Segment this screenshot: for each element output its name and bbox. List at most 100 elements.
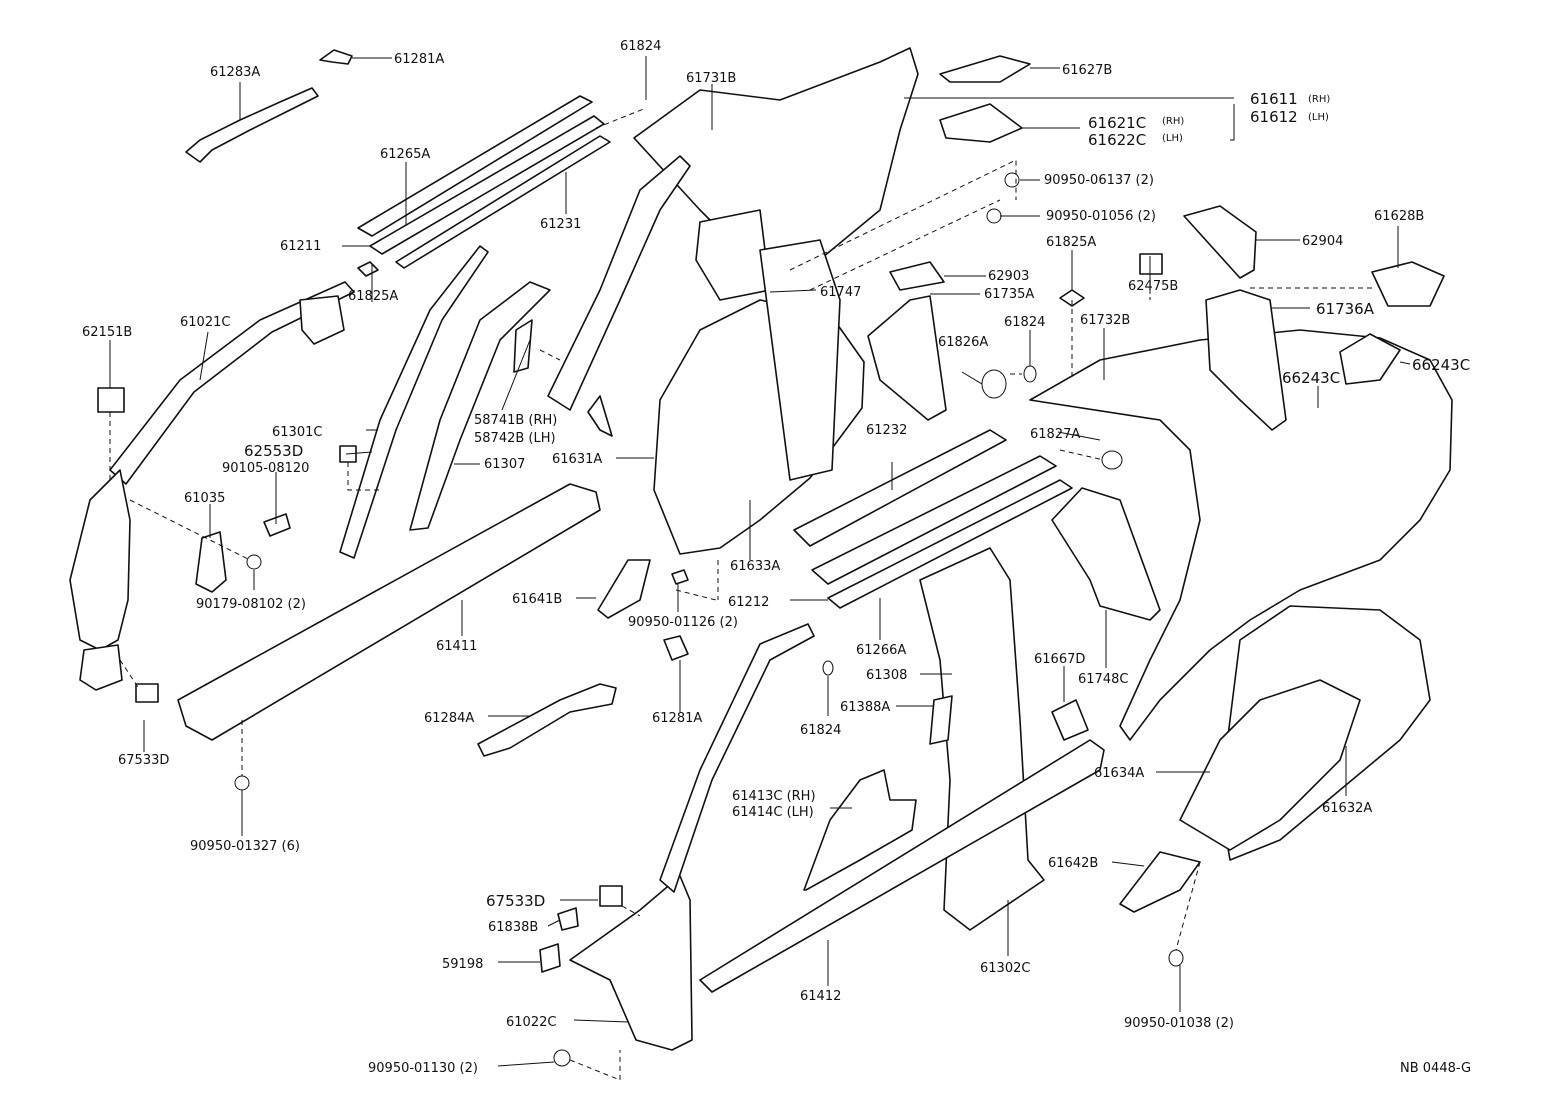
label-61826A: 61826A (938, 335, 988, 350)
part-61211-drawing (369, 115, 605, 255)
part-61827A-seal (1101, 450, 1123, 470)
label-61612: 61612 (1250, 108, 1298, 126)
label-61736A: 61736A (1316, 300, 1375, 318)
label-61632A: 61632A (1322, 801, 1372, 816)
part-62151B-block (97, 387, 125, 413)
part-61035-drawing (195, 531, 227, 593)
label-61612-note: (LH) (1308, 112, 1329, 123)
part-61628B-drawing (1371, 261, 1445, 307)
part-61641B-drawing (597, 559, 651, 619)
part-61265A-drawing (357, 95, 593, 237)
part-61413C-drawing (803, 769, 917, 891)
label-61621C-note: (RH) (1162, 116, 1184, 127)
label-61825A-right: 61825A (1046, 235, 1096, 250)
part-61411-drawing (177, 483, 601, 741)
label-61611-note: (RH) (1308, 94, 1330, 105)
part-61642B-drawing (1119, 851, 1201, 913)
label-61627B: 61627B (1062, 63, 1112, 78)
label-61622C-note: (LH) (1162, 133, 1183, 144)
part-61825A-upper-drawing (299, 295, 345, 345)
part-90179-08102-nut (246, 554, 262, 570)
part-61022C-drawing (569, 875, 693, 1051)
part-61284A-drawing (477, 683, 617, 757)
label-61413C: 61413C (RH) (732, 789, 816, 804)
label-61301C: 61301C (272, 425, 322, 440)
part-58741B-drawing (513, 319, 533, 373)
part-90950-01327-clip (234, 775, 250, 791)
label-90950-01038: 90950-01038 (2) (1124, 1016, 1234, 1031)
label-90950-01126: 90950-01126 (2) (628, 615, 738, 630)
label-61265A: 61265A (380, 147, 430, 162)
label-90105-08120: 90105-08120 (222, 461, 309, 476)
label-61824-mid: 61824 (1004, 315, 1045, 330)
label-61411: 61411 (436, 639, 477, 654)
part-61266A-drawing (827, 479, 1073, 609)
label-58742B: 58742B (LH) (474, 431, 556, 446)
part-61736A-drawing (1205, 289, 1287, 431)
label-61231: 61231 (540, 217, 581, 232)
label-61035: 61035 (184, 491, 225, 506)
label-61838B: 61838B (488, 920, 538, 935)
part-61634A-drawing (1179, 679, 1361, 851)
label-61283A: 61283A (210, 65, 260, 80)
label-90179-08102: 90179-08102 (2) (196, 597, 306, 612)
part-61412-drawing (699, 739, 1105, 993)
label-67533D-low: 67533D (118, 753, 169, 768)
part-62904-drawing (1183, 205, 1257, 279)
label-61284A: 61284A (424, 711, 474, 726)
label-61232: 61232 (866, 423, 907, 438)
part-62475B-block (1139, 253, 1163, 275)
part-b-pillar-upper-drawing (659, 623, 815, 893)
part-61301C-drawing (339, 245, 489, 559)
label-61414C: 61414C (LH) (732, 805, 814, 820)
part-61212-drawing (811, 455, 1057, 585)
label-61622C: 61622C (1088, 131, 1146, 149)
label-61641B: 61641B (512, 592, 562, 607)
label-62904: 62904 (1302, 234, 1343, 249)
label-90950-06137: 90950-06137 (2) (1044, 173, 1154, 188)
part-61825A-left-pad (357, 261, 379, 277)
part-61621C-drawing (939, 103, 1023, 143)
part-61825A-right-pad (1059, 289, 1085, 307)
part-67533D-top-block (599, 885, 623, 907)
part-67533D-low-block (135, 683, 159, 703)
part-61232-drawing (793, 429, 1007, 547)
label-61412: 61412 (800, 989, 841, 1004)
part-61283A-drawing (185, 87, 319, 163)
part-61307-drawing (409, 281, 551, 531)
part-90950-01038-clip (1168, 949, 1184, 967)
label-61628B: 61628B (1374, 209, 1424, 224)
label-59198: 59198 (442, 957, 483, 972)
part-window-support-drawing (587, 395, 613, 437)
part-61826A-seal (981, 369, 1007, 399)
label-61747: 61747 (820, 285, 861, 300)
part-labels: 61283A 61281A 61824 61731B 61627B 61611 … (82, 39, 1471, 1076)
part-61388A-drawing (929, 695, 953, 745)
label-61634A: 61634A (1094, 766, 1144, 781)
label-61021C: 61021C (180, 315, 230, 330)
part-61667D-block (1051, 699, 1089, 741)
label-61621C: 61621C (1088, 114, 1146, 132)
part-61838B-pad (557, 907, 579, 931)
label-61307: 61307 (484, 457, 525, 472)
part-61281A-mid-drawing (663, 635, 689, 661)
part-61633A-drawing (759, 239, 841, 481)
part-drawings (69, 47, 1453, 1067)
part-66243C-drawing (1339, 333, 1401, 385)
label-61642B: 61642B (1048, 856, 1098, 871)
part-59198-pad (539, 943, 561, 973)
part-61747-drawing (695, 209, 771, 301)
label-61281A-top: 61281A (394, 52, 444, 67)
label-61211: 61211 (280, 239, 321, 254)
label-90950-01056: 90950-01056 (2) (1046, 209, 1156, 224)
part-61281A-top-drawing (319, 49, 353, 65)
part-61824-mid-plug (1023, 365, 1037, 383)
label-66243C-b: 66243C (1412, 356, 1470, 374)
leader-lines (109, 56, 1411, 1067)
part-61021C-hinge-drawing (69, 469, 131, 651)
label-61022C: 61022C (506, 1015, 556, 1030)
label-61824-top: 61824 (620, 39, 661, 54)
label-61633A: 61633A (730, 559, 780, 574)
label-67533D-top: 67533D (486, 892, 545, 910)
